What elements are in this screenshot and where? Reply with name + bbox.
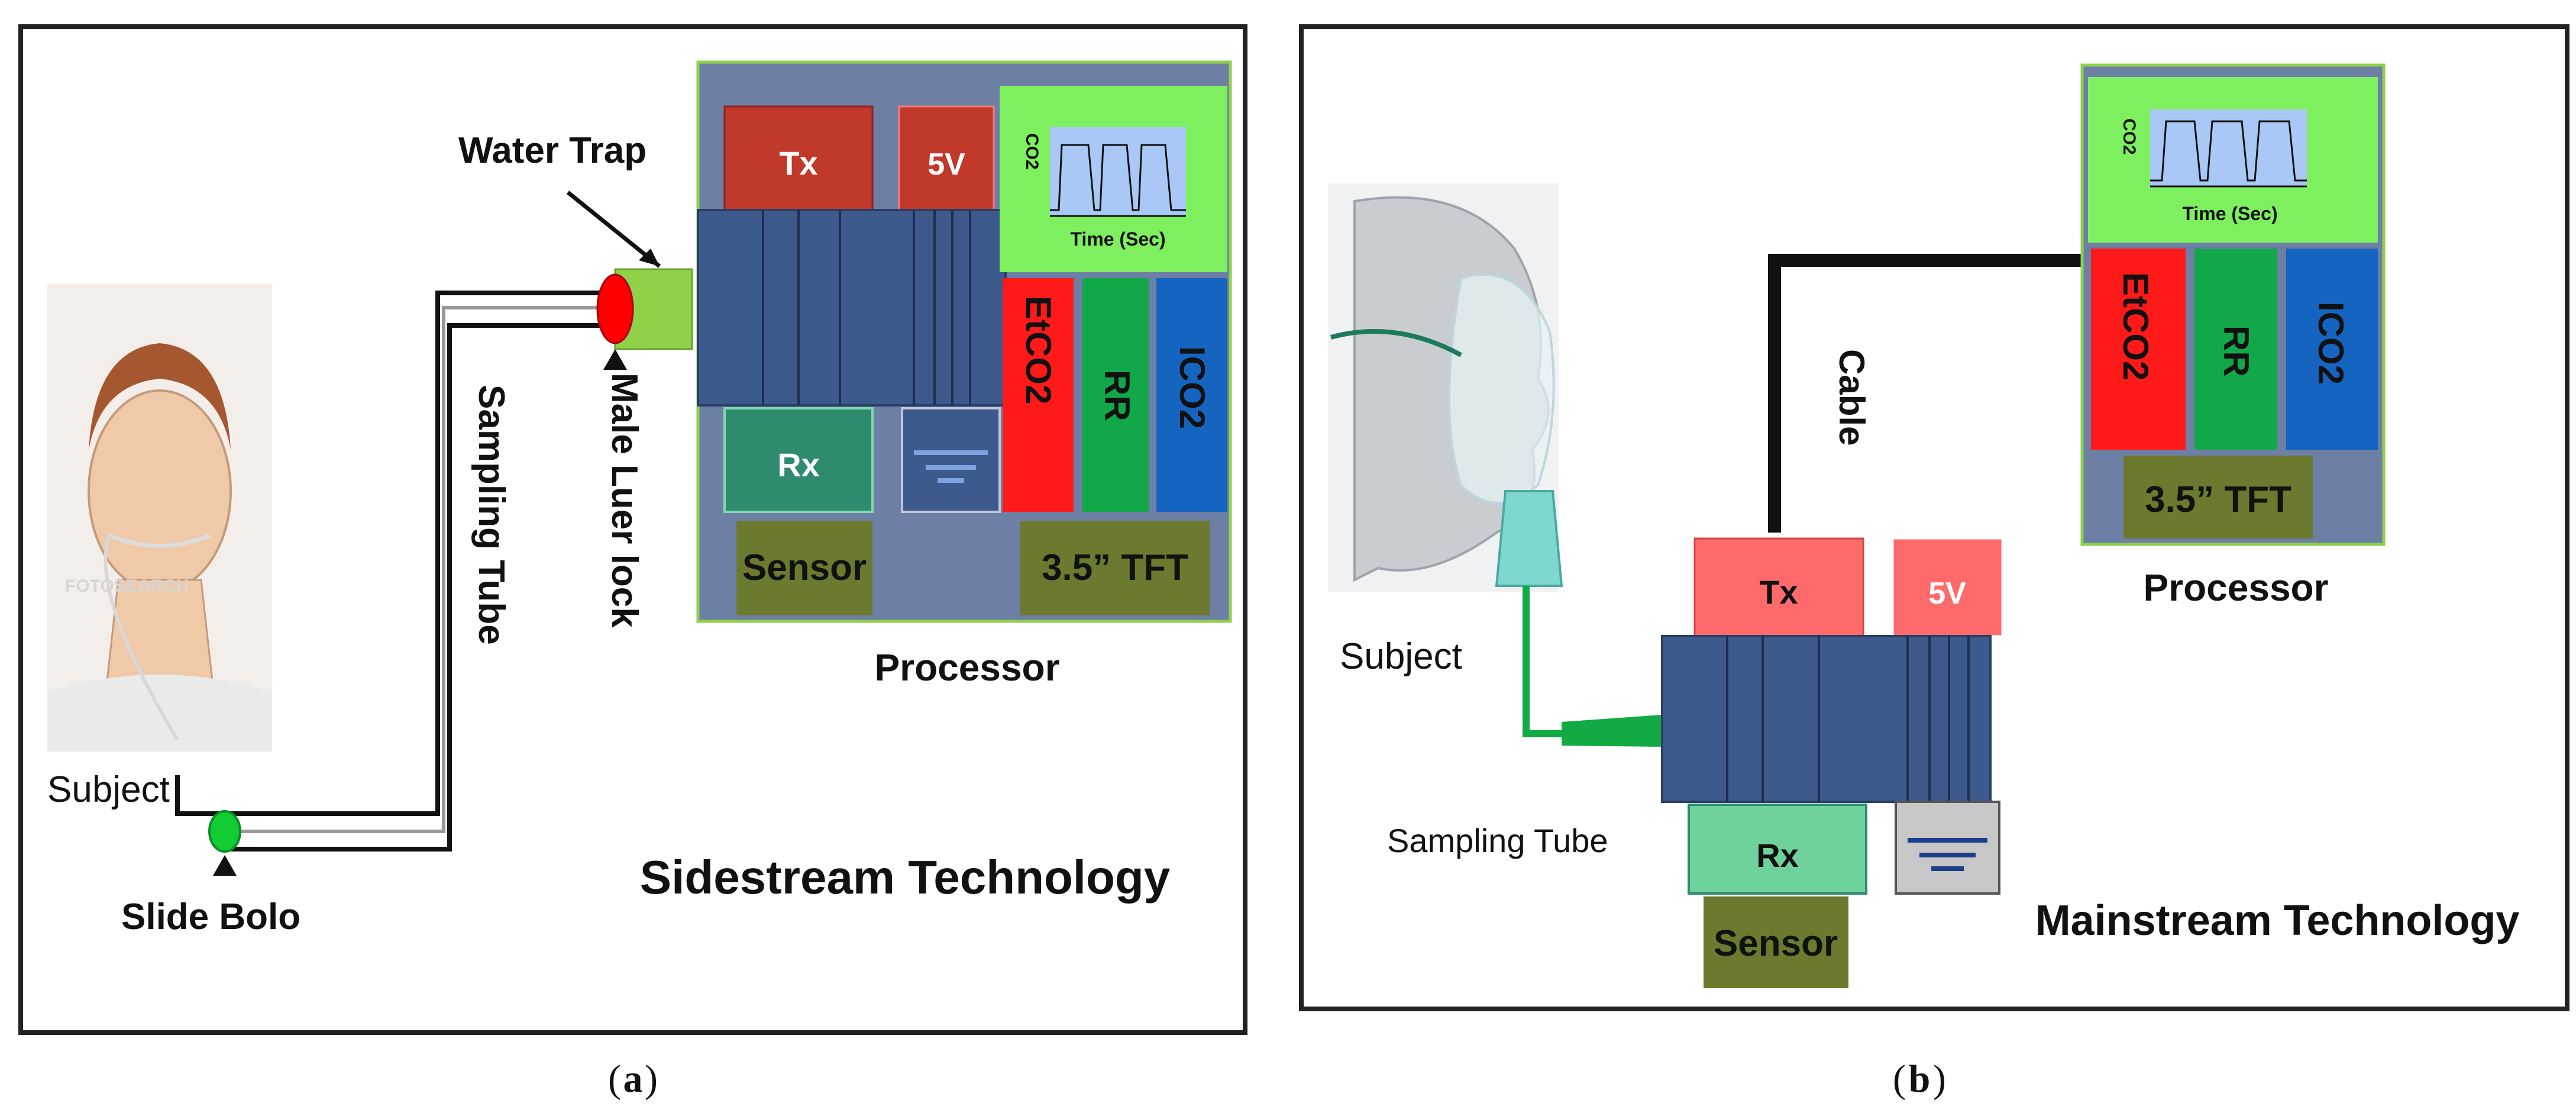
ground-box [901, 407, 1001, 513]
caption-b-close: ) [1933, 1057, 1946, 1101]
co2-waveform-a [1050, 144, 1186, 211]
tube-outer-path [225, 291, 615, 816]
sensor-block-a [736, 521, 872, 615]
processor-label-b: Processor [2143, 566, 2328, 609]
ico2-block-b [2286, 249, 2378, 450]
tube-inner-path [225, 323, 615, 851]
sensor-label-a: Sensor [742, 547, 867, 588]
etco2-block-b [2091, 249, 2186, 450]
shoulders-shape [47, 675, 272, 751]
tft-block-a [1020, 521, 1210, 615]
mask-connector [1495, 490, 1563, 587]
tft-block-b [2123, 456, 2313, 538]
subject-mask-illustration-b [1328, 183, 1563, 592]
etco2-label-a: EtCO2 [1019, 296, 1058, 404]
v5-block-b [1892, 537, 2003, 637]
rr-block-a [1082, 278, 1149, 512]
slide-bolo-bead [208, 810, 241, 853]
sidestream-title: Sidestream Technology [640, 851, 1171, 904]
ground-box [1895, 801, 2000, 895]
water-trap-label: Water Trap [458, 130, 647, 171]
rx-label-b: Rx [1756, 837, 1799, 874]
time-axis-label-b: Time (Sec) [2182, 203, 2277, 224]
ico2-label-a: ICO2 [1172, 346, 1212, 429]
water-trap-pointer [566, 191, 661, 268]
male-luer-lock-label: Male Luer lock [604, 373, 645, 628]
ico2-block-a [1156, 278, 1227, 512]
co2-axis-label-a: CO2 [1022, 133, 1042, 170]
sampling-tube-label-b: Sampling Tube [1387, 822, 1608, 859]
waveform-area-b [2150, 109, 2307, 186]
caption-a-letter: a [623, 1057, 643, 1101]
panel-a: FOTOSEARCH Subject Slide Bolo Sampling T… [18, 24, 1247, 1035]
subject-label-a: Subject [47, 769, 170, 810]
cannula-tubing [104, 534, 179, 741]
watermark-text: FOTOSEARCH [65, 576, 189, 596]
chamber-body-a [697, 209, 1007, 407]
mask-strap [1330, 329, 1462, 357]
sampling-tube-nozzle [1562, 715, 1662, 747]
subject-face-illustration-a: FOTOSEARCH [47, 284, 272, 751]
sampling-tube-lines [175, 291, 615, 851]
male-luer-lock-disc [596, 273, 634, 344]
nasal-cannula [108, 533, 211, 548]
time-axis-label-a: Time (Sec) [1070, 228, 1165, 250]
cable-label: Cable [1832, 349, 1872, 446]
water-trap-arrow-icon [639, 249, 660, 266]
panel-b: Subject Sampling Tube Cable Tx 5V Rx [1299, 24, 2569, 1011]
slide-bolo-label: Slide Bolo [121, 896, 300, 937]
tx-label-a: Tx [779, 144, 817, 182]
chamber-body-b [1661, 635, 1992, 803]
tft-label-b: 3.5” TFT [2145, 479, 2291, 520]
hair-shape [89, 343, 231, 450]
oxygen-mask [1448, 273, 1555, 504]
v5-label-b: 5V [1928, 576, 1966, 611]
sensor-block-b [1704, 896, 1848, 988]
face-shape [88, 389, 232, 593]
rx-block-a [723, 407, 874, 513]
rr-block-b [2194, 249, 2277, 450]
green-sampling-tube [1523, 586, 1562, 737]
tx-block-b [1693, 537, 1864, 637]
rr-label-b: RR [2216, 325, 2256, 377]
cable-line [1768, 254, 2088, 533]
ground-icon-b [1895, 801, 2000, 895]
tube-from-subject [175, 775, 225, 816]
ico2-label-b: ICO2 [2311, 302, 2351, 385]
slide-bolo-arrow-icon [213, 855, 237, 876]
rx-label-a: Rx [777, 446, 820, 483]
gas-chamber-a [697, 209, 1007, 407]
etco2-label-b: EtCO2 [2116, 272, 2155, 380]
caption-b-letter: b [1909, 1057, 1931, 1101]
caption-b-open: ( [1893, 1057, 1906, 1101]
caption-a-open: ( [608, 1057, 621, 1101]
luer-lock-arrow-icon [603, 349, 627, 370]
co2-waveform-b [2150, 120, 2307, 182]
sensor-label-b: Sensor [1714, 923, 1838, 964]
subject-label-b: Subject [1340, 636, 1462, 677]
etco2-block-a [1003, 278, 1074, 512]
rx-block-b [1688, 804, 1867, 895]
v5-label-a: 5V [927, 147, 965, 182]
sampling-tube-label-a: Sampling Tube [471, 385, 512, 645]
tft-label-a: 3.5” TFT [1042, 547, 1188, 588]
ground-icon-a [901, 407, 1001, 513]
tube-center-path [225, 306, 615, 833]
co2-axis-label-b: CO2 [2119, 118, 2139, 155]
tx-label-b: Tx [1759, 573, 1798, 611]
rr-label-a: RR [1097, 370, 1137, 421]
mainstream-title: Mainstream Technology [2035, 897, 2520, 944]
caption-a-close: ) [645, 1057, 658, 1101]
waveform-area-a [1050, 127, 1186, 216]
processor-label-a: Processor [874, 646, 1059, 689]
gas-chamber-b [1661, 635, 1992, 803]
